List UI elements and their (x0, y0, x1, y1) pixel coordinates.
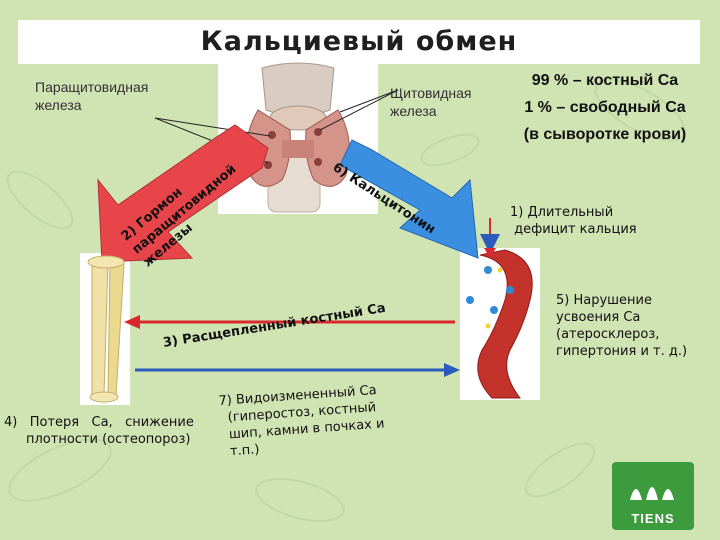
blood-vessel-illustration (466, 249, 533, 399)
bone-illustration (87, 255, 125, 403)
page-title: Кальциевый обмен (200, 26, 518, 57)
step-1-deficit: 1) Длительный дефицит кальция (510, 205, 637, 237)
serum-note: (в сыворотке крови) (523, 126, 687, 143)
step-5-absorption: 5) Нарушение усвоения Ca (атеросклероз, … (556, 293, 688, 359)
step-7-modified: 7) Видоизмененный Ca (гиперостоз, костны… (218, 382, 385, 460)
free-calcium-stat: 1 % – свободный Ca (524, 99, 686, 116)
thyroid-illustration (245, 62, 351, 213)
step-4-loss: 4) Потеря Ca, снижение плотности (остеоп… (4, 415, 194, 447)
parathyroid-label: Паращитовидная железа (35, 79, 149, 113)
title-band: Кальциевый обмен (18, 20, 700, 64)
bone-calcium-stat: 99 % – костный Ca (531, 72, 679, 89)
tiens-logo-text: TIENS (631, 511, 675, 526)
calcitonin-arrow (339, 139, 479, 259)
tiens-logo-icon (612, 462, 694, 530)
red-arrow-shape (97, 124, 269, 263)
thyroid-label: Щитовидная железа (390, 85, 472, 119)
